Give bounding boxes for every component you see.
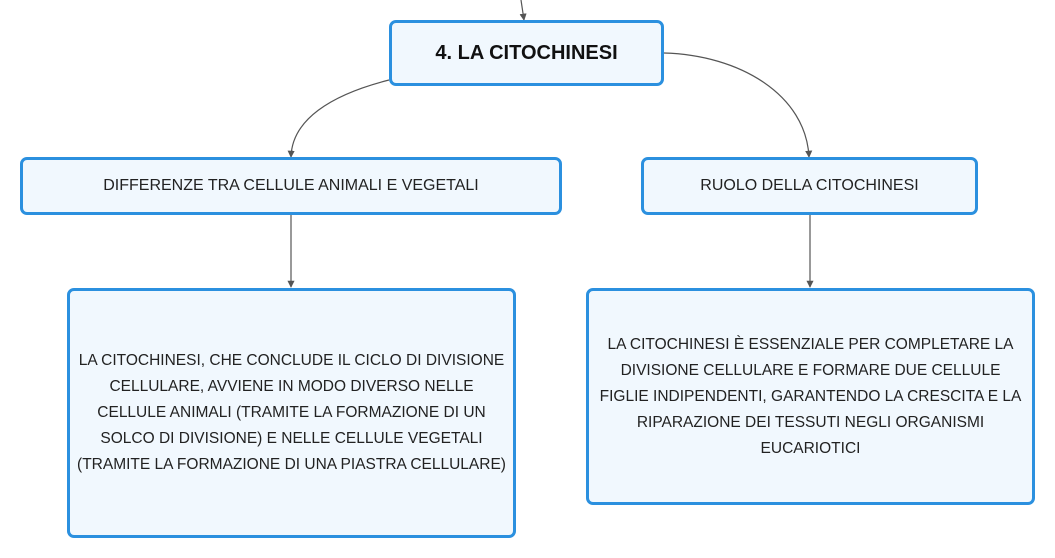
root-topic-label: 4. LA CITOCHINESI xyxy=(435,41,618,64)
detail-text-differences: LA CITOCHINESI, CHE CONCLUDE IL CICLO DI… xyxy=(77,352,506,473)
subtopic-label-differences: DIFFERENZE TRA CELLULE ANIMALI E VEGETAL… xyxy=(103,177,479,194)
connector-root-to-left-branch xyxy=(287,79,390,158)
subtopic-node-role[interactable]: RUOLO DELLA CITOCHINESI xyxy=(641,157,978,215)
detail-text-role: LA CITOCHINESI È ESSENZIALE PER COMPLETA… xyxy=(599,335,1022,457)
detail-node-role[interactable]: LA CITOCHINESI È ESSENZIALE PER COMPLETA… xyxy=(586,288,1035,505)
subtopic-label-role: RUOLO DELLA CITOCHINESI xyxy=(700,177,919,194)
connector-root-to-right-branch xyxy=(663,52,813,158)
connector-parent-to-root xyxy=(519,0,527,21)
subtopic-node-differences[interactable]: DIFFERENZE TRA CELLULE ANIMALI E VEGETAL… xyxy=(20,157,562,215)
detail-node-differences[interactable]: LA CITOCHINESI, CHE CONCLUDE IL CICLO DI… xyxy=(67,288,516,538)
root-topic-node[interactable]: 4. LA CITOCHINESI xyxy=(389,20,664,86)
